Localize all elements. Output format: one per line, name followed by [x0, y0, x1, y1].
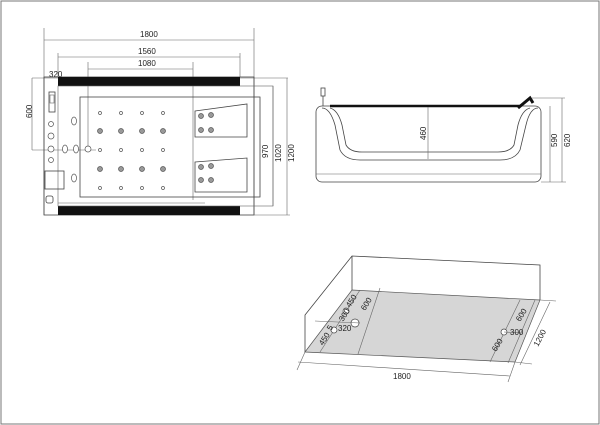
- headrest-jets: [198, 112, 214, 183]
- floor-dim-right-300: 300: [510, 328, 524, 337]
- dim-basin-length: 1080: [138, 59, 156, 68]
- dim-rim-height: 590: [550, 133, 559, 147]
- dim-control-offset: 320: [49, 70, 63, 79]
- dim-overall-height: 620: [563, 133, 572, 147]
- massage-jets: [97, 111, 166, 190]
- dim-overall-width: 1200: [287, 144, 296, 162]
- dim-water-depth: 460: [419, 126, 428, 140]
- control-panel: [44, 91, 92, 204]
- dim-basin-width: 970: [261, 144, 270, 158]
- dim-inner-width: 1020: [274, 144, 283, 162]
- floor-plan: 1800 1200 450 450 600 300 5 320 600 600 …: [296, 255, 557, 383]
- side-view: 460 590 620: [315, 87, 572, 183]
- floor-dim-width: 1200: [532, 328, 549, 348]
- floor-dim-length: 1800: [393, 372, 411, 381]
- dim-inner-length: 1560: [138, 47, 156, 56]
- top-view: 1800 1560 1080 320 600 970 1020 1200: [25, 28, 296, 216]
- dim-control-height: 600: [25, 104, 34, 118]
- floor-dim-left-320: 320: [338, 324, 352, 333]
- floor-dim-left-small: 5: [325, 323, 335, 332]
- dim-overall-length: 1800: [140, 30, 158, 39]
